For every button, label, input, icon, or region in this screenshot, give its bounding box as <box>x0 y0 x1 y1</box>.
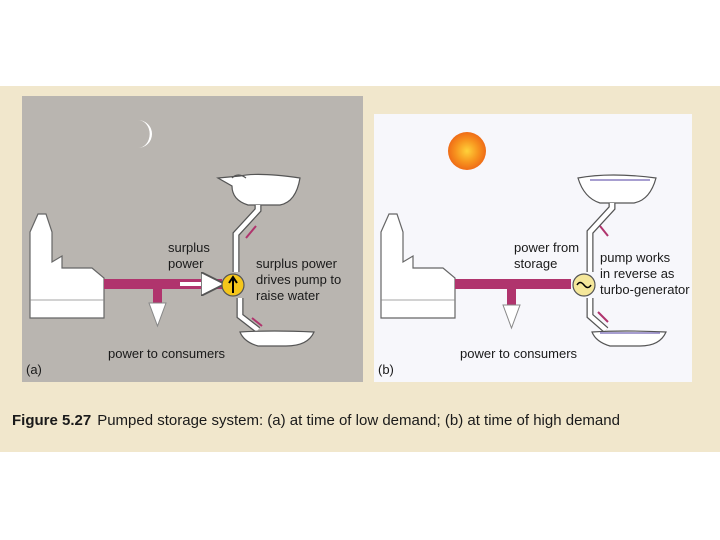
upper-reservoir <box>216 173 301 206</box>
power-station <box>29 213 105 319</box>
label-storage-1: power from <box>514 240 579 255</box>
flow-arrow-up <box>245 225 257 239</box>
power-line-main <box>455 279 571 289</box>
label-consumers-a: power to consumers <box>108 346 226 361</box>
power-line-down <box>507 285 516 305</box>
label-surplus-2: power <box>168 256 204 271</box>
power-line-down <box>153 285 162 303</box>
label-consumers-b: power to consumers <box>460 346 578 361</box>
lower-reservoir <box>239 330 315 347</box>
night-background <box>22 96 363 382</box>
panel-a-tag: (a) <box>26 362 42 377</box>
label-pump-1: pump works <box>600 250 671 265</box>
label-pump-2: in reverse as <box>600 266 675 281</box>
panel-a: surplus power surplus power drives pump … <box>22 96 363 382</box>
power-station <box>380 213 456 319</box>
flow-arrow-low <box>597 311 609 323</box>
flow-arrow-up <box>599 225 609 237</box>
moon-icon <box>138 120 152 148</box>
consumer-arrow <box>148 302 167 328</box>
flow-arrow-low <box>251 317 263 327</box>
figure-caption: Figure 5.27 Pumped storage system: (a) at… <box>12 412 712 429</box>
upper-reservoir <box>577 174 657 204</box>
label-pump-1: surplus power <box>256 256 338 271</box>
label-pump-3: raise water <box>256 288 320 303</box>
power-line-main <box>104 279 222 289</box>
panel-b-tag: (b) <box>378 362 394 377</box>
label-surplus-1: surplus <box>168 240 210 255</box>
label-pump-2: drives pump to <box>256 272 341 287</box>
panel-b: power from storage pump works in reverse… <box>374 114 692 382</box>
label-storage-2: storage <box>514 256 557 271</box>
figure-caption-text: Pumped storage system: (a) at time of lo… <box>97 412 620 429</box>
consumer-arrow <box>502 304 521 330</box>
label-pump-3: turbo-generator <box>600 282 690 297</box>
figure-number: Figure 5.27 <box>12 412 92 429</box>
sun-icon <box>448 132 486 170</box>
lower-reservoir <box>591 330 667 347</box>
